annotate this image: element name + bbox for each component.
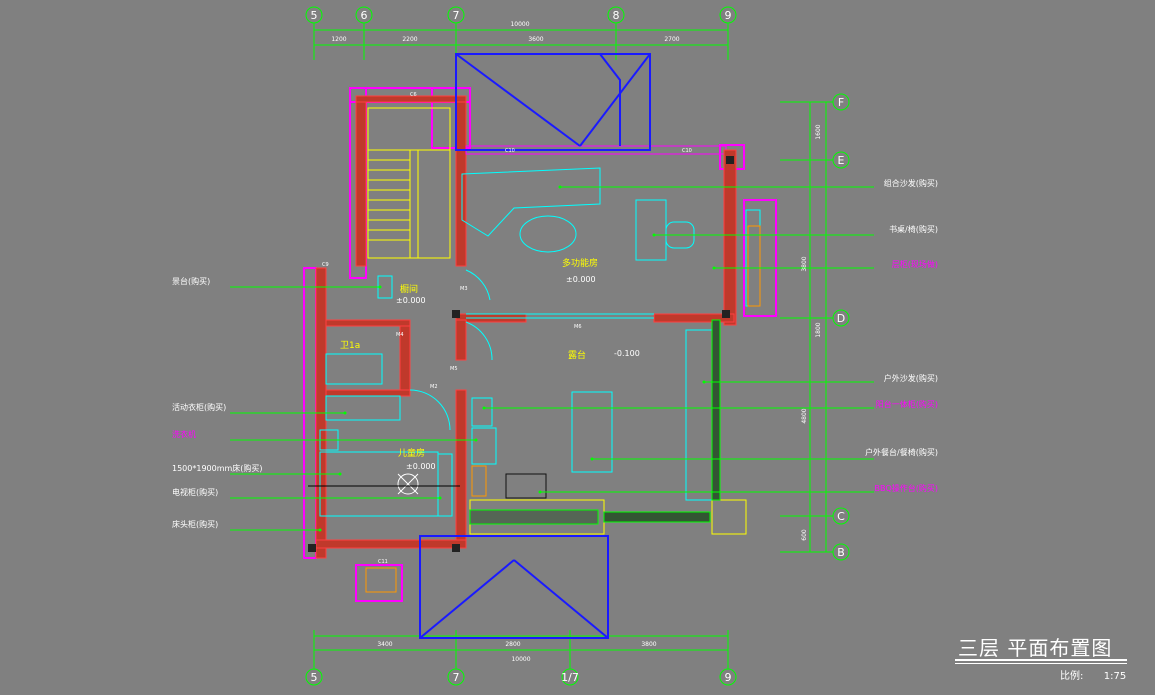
dim-top-4: 2700 (664, 36, 679, 43)
axis-top-2: 7 (453, 9, 460, 22)
label-bed: 1500*1900mm床(购买) (172, 463, 263, 473)
dim-right-2: 3800 (801, 256, 808, 271)
room-bath: 卫1a (340, 341, 360, 351)
dimension-lines-top (313, 22, 729, 670)
dim-bottom-total: 10000 (511, 656, 530, 663)
dim-right-1: 1600 (815, 124, 822, 139)
level-labels: ±0.000 ±0.000 -0.100 ±0.000 (396, 275, 640, 471)
axis-right-3-circle (832, 507, 850, 525)
dimension-text: 10000 1200 2200 3600 2700 3400 2800 3800… (331, 21, 679, 663)
room-kitchen: 橱间 (400, 283, 418, 295)
tag-2: C10 (682, 148, 692, 154)
scale-label: 比例: (1060, 671, 1084, 682)
axis-right-1-circle (832, 151, 850, 169)
axis-right-2-circle (832, 309, 850, 327)
axis-top-0: 5 (311, 9, 318, 22)
axis-bubbles-top: 5 6 7 8 9 (305, 6, 737, 24)
label-tv-cabinet: 电视柜(购买) (172, 487, 218, 497)
label-bbq: BBQ操作台(购买) (874, 483, 938, 493)
axis-bottom-2-circle (561, 668, 579, 686)
axis-top-4-circle (719, 6, 737, 24)
title-underline-thin (955, 663, 1127, 664)
label-view-counter: 景台(购买) (172, 276, 210, 286)
dim-bottom-2: 2800 (505, 641, 520, 648)
dim-right-4: 4800 (801, 408, 808, 423)
axis-bubbles-bottom: 5 7 1/7 9 (305, 668, 737, 686)
element-tags: C6 C10 C10 M6 M2 M3 C11 C9 M4 M5 (322, 92, 692, 565)
level-multi: ±0.000 (566, 275, 596, 284)
dim-right-5: 600 (801, 529, 808, 541)
label-sofa: 组合沙发(购买) (884, 178, 938, 188)
dim-top-2: 2200 (402, 36, 417, 43)
axis-bottom-0-circle (305, 668, 323, 686)
dimension-text-right: 1600 3800 1800 4800 600 (801, 124, 822, 541)
label-desk: 书桌/椅(购买) (889, 224, 938, 234)
axis-top-4: 9 (725, 9, 732, 22)
dim-top-total: 10000 (510, 21, 529, 28)
axis-right-0: F (838, 96, 844, 109)
tag-1: C10 (505, 148, 515, 154)
axis-top-3-circle (607, 6, 625, 24)
dim-top-1: 1200 (331, 36, 346, 43)
axis-bubbles-right: F E D C B (832, 93, 850, 561)
tag-5: M3 (460, 286, 468, 292)
axis-bottom-3: 9 (725, 671, 732, 684)
label-nightstand: 床头柜(购买) (172, 519, 218, 529)
axis-top-1: 6 (361, 9, 368, 22)
dim-right-3: 1800 (815, 322, 822, 337)
roof-outline (419, 53, 651, 639)
scale-value: 1:75 (1103, 671, 1127, 682)
room-labels: 多功能房 橱间 卫1a 露台 儿童房 (340, 257, 598, 459)
room-terrace: 露台 (568, 349, 586, 361)
axis-right-1: E (838, 154, 845, 167)
dimension-lines-right (780, 101, 834, 553)
label-balcony-cabinet: 阳台一体柜(购买) (876, 399, 938, 409)
axis-right-0-circle (832, 93, 850, 111)
axis-right-4: B (837, 546, 845, 559)
axis-right-4-circle (832, 543, 850, 561)
label-wardrobe: 活动衣柜(购买) (172, 402, 226, 412)
axis-bottom-1: 7 (453, 671, 460, 684)
tag-6: C11 (378, 559, 388, 565)
axis-bottom-3-circle (719, 668, 737, 686)
dim-top-3: 3600 (528, 36, 543, 43)
left-callouts: 景台(购买) 活动衣柜(购买) 洗衣机 1500*1900mm床(购买) 电视柜… (172, 276, 263, 529)
tag-8: M4 (396, 332, 404, 338)
label-shelf: 层柜(现场做) (892, 259, 938, 269)
tag-4: M2 (430, 384, 438, 390)
fixtures (365, 225, 761, 593)
right-callouts: 组合沙发(购买) 书桌/椅(购买) 层柜(现场做) 户外沙发(购买) 阳台一体柜… (865, 178, 938, 493)
drawing-title: 三层 平面布置图 (958, 636, 1113, 660)
room-multi: 多功能房 (562, 257, 598, 269)
axis-top-3: 8 (613, 9, 620, 22)
axis-top-2-circle (447, 6, 465, 24)
tag-9: M5 (450, 366, 458, 372)
tag-0: C6 (410, 92, 417, 98)
dim-bottom-1: 3400 (377, 641, 392, 648)
axis-bottom-0: 5 (311, 671, 318, 684)
axis-bottom-1-circle (447, 668, 465, 686)
axis-top-1-circle (355, 6, 373, 24)
scale-text: 比例: 1:75 (1060, 667, 1126, 682)
furniture (319, 167, 713, 517)
staircase (367, 107, 747, 535)
title-underline (955, 659, 1127, 661)
label-washer: 洗衣机 (172, 429, 196, 439)
tag-3: M6 (574, 324, 582, 330)
tag-7: C9 (322, 262, 329, 268)
level-kitchen: ±0.000 (396, 296, 426, 305)
label-outdoor-sofa: 户外沙发(购买) (884, 373, 938, 383)
label-outdoor-dining: 户外餐台/餐椅(购买) (865, 447, 938, 457)
level-child: ±0.000 (406, 462, 436, 471)
dim-bottom-3: 3800 (641, 641, 656, 648)
axis-right-3: C (837, 510, 845, 523)
level-terrace: -0.100 (614, 349, 640, 358)
axis-bottom-2: 1/7 (561, 671, 579, 684)
room-child: 儿童房 (398, 447, 425, 459)
leader-lines (230, 186, 874, 531)
axis-right-2: D (837, 312, 845, 325)
axis-top-0-circle (305, 6, 323, 24)
